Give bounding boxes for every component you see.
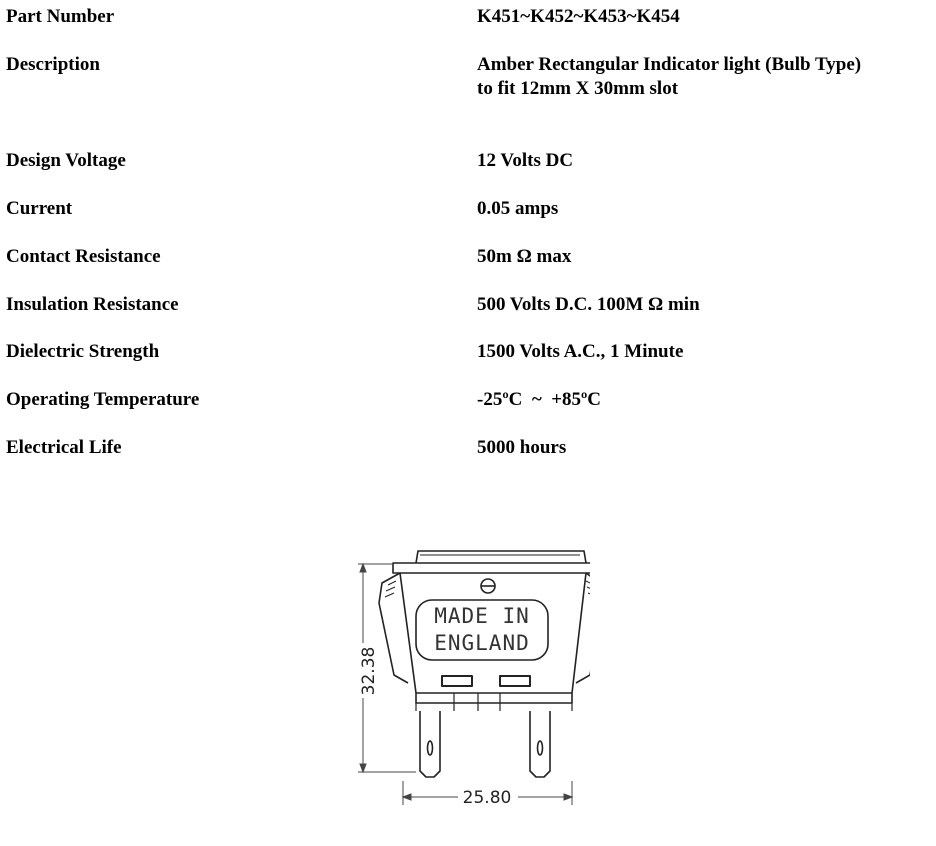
emboss-plate bbox=[415, 599, 549, 661]
terminal-slot bbox=[499, 675, 531, 687]
spec-label: Contact Resistance bbox=[6, 246, 161, 267]
height-dimension: 32.38 bbox=[359, 647, 379, 696]
spec-label: Operating Temperature bbox=[6, 389, 200, 410]
indicator-light-drawing: MADE IN ENGLAND 32.38 25.80 bbox=[350, 543, 604, 813]
spec-label: Part Number bbox=[6, 6, 115, 27]
spec-label: Electrical Life bbox=[6, 437, 122, 458]
spec-value: -25ºC ~ +85ºC bbox=[477, 389, 602, 410]
spec-label: Dielectric Strength bbox=[6, 341, 160, 362]
spec-value: 50m Ω max bbox=[477, 246, 572, 267]
housing-body bbox=[399, 572, 587, 704]
width-dimension: 25.80 bbox=[463, 788, 512, 808]
spec-value: 12 Volts DC bbox=[477, 150, 574, 171]
left-terminal bbox=[419, 711, 441, 778]
emboss-line-1: MADE IN bbox=[434, 604, 530, 628]
spec-value: K451~K452~K453~K454 bbox=[477, 6, 680, 27]
left-clip bbox=[378, 572, 409, 684]
spec-value: 5000 hours bbox=[477, 437, 567, 458]
lens-cap bbox=[415, 550, 587, 564]
spec-label: Current bbox=[6, 198, 73, 219]
right-terminal bbox=[529, 711, 551, 778]
spec-value: Amber Rectangular Indicator light (Bulb … bbox=[477, 54, 862, 99]
spec-label: Design Voltage bbox=[6, 150, 126, 171]
spec-label: Description bbox=[6, 54, 100, 75]
spec-value: 1500 Volts A.C., 1 Minute bbox=[477, 341, 684, 362]
emboss-line-2: ENGLAND bbox=[434, 631, 530, 655]
spec-value: 500 Volts D.C. 100M Ω min bbox=[477, 294, 700, 315]
right-clip bbox=[575, 572, 604, 684]
indicator-light-svg: MADE IN ENGLAND 32.38 25.80 bbox=[358, 550, 604, 808]
terminal-slot bbox=[441, 675, 473, 687]
spec-label: Insulation Resistance bbox=[6, 294, 179, 315]
spec-value: 0.05 amps bbox=[477, 198, 559, 219]
